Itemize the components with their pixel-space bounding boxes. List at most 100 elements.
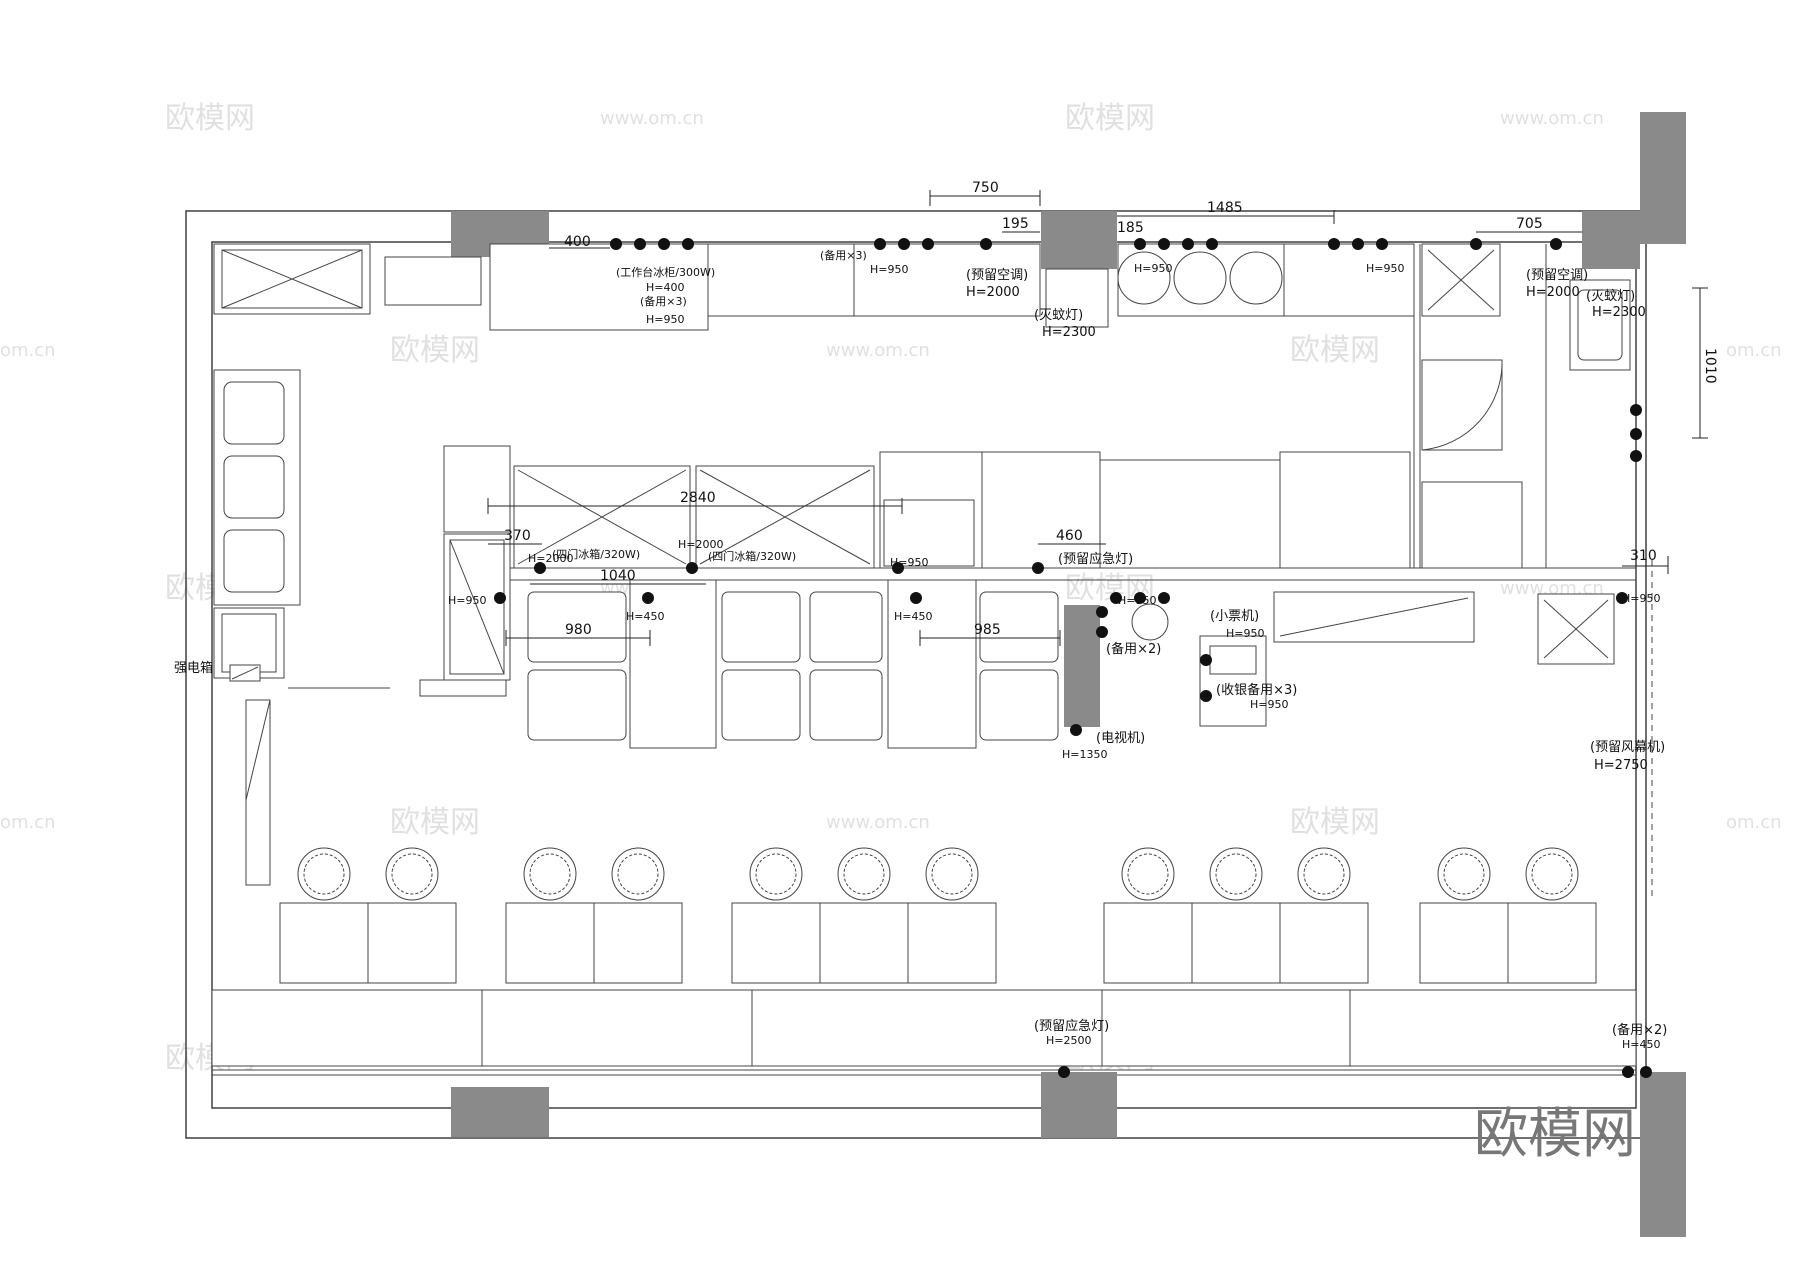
dining-table[interactable] bbox=[819, 902, 909, 984]
chair[interactable] bbox=[721, 669, 801, 741]
stool-cushion bbox=[755, 853, 797, 895]
table[interactable] bbox=[887, 579, 977, 749]
dimensions: 750 195 1485 185 705 400 1010 2840 370 1… bbox=[487, 180, 1718, 646]
label-h450: H=450 bbox=[1622, 1038, 1660, 1051]
dining-table[interactable] bbox=[367, 902, 457, 984]
round-stool[interactable] bbox=[297, 847, 351, 901]
outlet-icon bbox=[922, 238, 934, 250]
round-stool[interactable] bbox=[385, 847, 439, 901]
dining-table[interactable] bbox=[1279, 902, 1369, 984]
dining-table[interactable] bbox=[505, 902, 595, 984]
outlet-icon bbox=[1630, 404, 1642, 416]
watermark-url: www.om.cn bbox=[600, 108, 704, 129]
label-spare-x3: (备用×3) bbox=[820, 248, 867, 262]
stool-cushion bbox=[391, 853, 433, 895]
round-stool[interactable] bbox=[749, 847, 803, 901]
chair[interactable] bbox=[979, 669, 1059, 741]
triple-sink bbox=[213, 369, 301, 606]
label-h950: H=950 bbox=[870, 263, 908, 276]
round-stool[interactable] bbox=[523, 847, 577, 901]
dim-750: 750 bbox=[972, 180, 999, 196]
bench bbox=[211, 989, 483, 1067]
label-h2500: H=2500 bbox=[1046, 1034, 1091, 1047]
outlet-icon bbox=[1376, 238, 1388, 250]
wash-basin bbox=[1569, 279, 1631, 371]
dim-195: 195 bbox=[1002, 216, 1029, 232]
dining-table[interactable] bbox=[1419, 902, 1509, 984]
stool-cushion bbox=[1303, 853, 1345, 895]
counter bbox=[1283, 243, 1415, 317]
outlet-icon bbox=[534, 562, 546, 574]
dim-460: 460 bbox=[1056, 528, 1083, 544]
dining-table[interactable] bbox=[731, 902, 821, 984]
cashier-counter[interactable] bbox=[1199, 635, 1267, 727]
outlet-icon bbox=[1328, 238, 1340, 250]
label-cashier-spare: (收银备用×3) bbox=[1216, 682, 1297, 698]
chair[interactable] bbox=[809, 591, 883, 663]
dim-705: 705 bbox=[1516, 216, 1543, 232]
stool-cushion bbox=[1127, 853, 1169, 895]
outlet-icon bbox=[1352, 238, 1364, 250]
chair[interactable] bbox=[979, 591, 1059, 663]
dining-table[interactable] bbox=[593, 902, 683, 984]
watermark: 欧模网 bbox=[1290, 805, 1380, 840]
label-fridge: (四门冰箱/320W) bbox=[552, 547, 640, 561]
dining-table[interactable] bbox=[1507, 902, 1597, 984]
outlet-icon bbox=[1622, 1066, 1634, 1078]
outlet-icon bbox=[1110, 592, 1122, 604]
round-stool[interactable] bbox=[1121, 847, 1175, 901]
kitchen: 强电箱 bbox=[174, 243, 1415, 886]
column bbox=[1041, 211, 1117, 269]
stove bbox=[1117, 243, 1285, 317]
label-h450: H=450 bbox=[626, 610, 664, 623]
watermark-url: www.om.cn bbox=[1500, 108, 1604, 129]
burner bbox=[1229, 251, 1283, 305]
label-ticket-machine: (小票机) bbox=[1210, 609, 1259, 624]
outlet-icon bbox=[1182, 238, 1194, 250]
label-tv: (电视机) bbox=[1096, 731, 1145, 746]
dim-985: 985 bbox=[974, 622, 1001, 638]
label-reserved-ac: (预留空调) bbox=[1526, 268, 1588, 283]
counter bbox=[853, 243, 1041, 317]
label-workbench-fridge: (工作台冰柜/300W) bbox=[616, 265, 715, 279]
round-stool[interactable] bbox=[1209, 847, 1263, 901]
cashier bbox=[1131, 560, 1653, 900]
chair[interactable] bbox=[721, 591, 801, 663]
watermark-url: om.cn bbox=[1726, 340, 1782, 361]
outlet-icon bbox=[1206, 238, 1218, 250]
power-box-label: 强电箱 bbox=[174, 660, 213, 676]
dining-table[interactable] bbox=[1191, 902, 1281, 984]
round-stool[interactable] bbox=[925, 847, 979, 901]
table[interactable] bbox=[629, 579, 717, 749]
column bbox=[451, 1087, 549, 1137]
stool-cushion bbox=[303, 853, 345, 895]
bench bbox=[1349, 989, 1637, 1067]
round-stool[interactable] bbox=[837, 847, 891, 901]
outlet-icon bbox=[1158, 238, 1170, 250]
hand-sink bbox=[1045, 268, 1109, 328]
bench bbox=[751, 989, 1103, 1067]
outlet-icon bbox=[642, 592, 654, 604]
outlet-icon bbox=[892, 562, 904, 574]
stool-cushion bbox=[1443, 853, 1485, 895]
label-h950: H=950 bbox=[1366, 262, 1404, 275]
label-h950: H=950 bbox=[1226, 627, 1264, 640]
chair[interactable] bbox=[809, 669, 883, 741]
round-stool[interactable] bbox=[611, 847, 665, 901]
dining-table[interactable] bbox=[907, 902, 997, 984]
dining-table[interactable] bbox=[279, 902, 369, 984]
label-h2000: H=2000 bbox=[1526, 285, 1580, 300]
round-stool[interactable] bbox=[1525, 847, 1579, 901]
stool-cushion bbox=[1215, 853, 1257, 895]
watermark: 欧模网 bbox=[165, 101, 255, 136]
label-fridge: (四门冰箱/320W) bbox=[708, 549, 796, 563]
chair[interactable] bbox=[527, 669, 627, 741]
round-stool[interactable] bbox=[1437, 847, 1491, 901]
outlet-icon bbox=[1158, 592, 1170, 604]
outlet-icon bbox=[1630, 450, 1642, 462]
front-dining bbox=[279, 847, 1597, 984]
dining-table[interactable] bbox=[1103, 902, 1193, 984]
round-stool[interactable] bbox=[1297, 847, 1351, 901]
outlet-icon bbox=[1096, 606, 1108, 618]
chair[interactable] bbox=[527, 591, 627, 663]
